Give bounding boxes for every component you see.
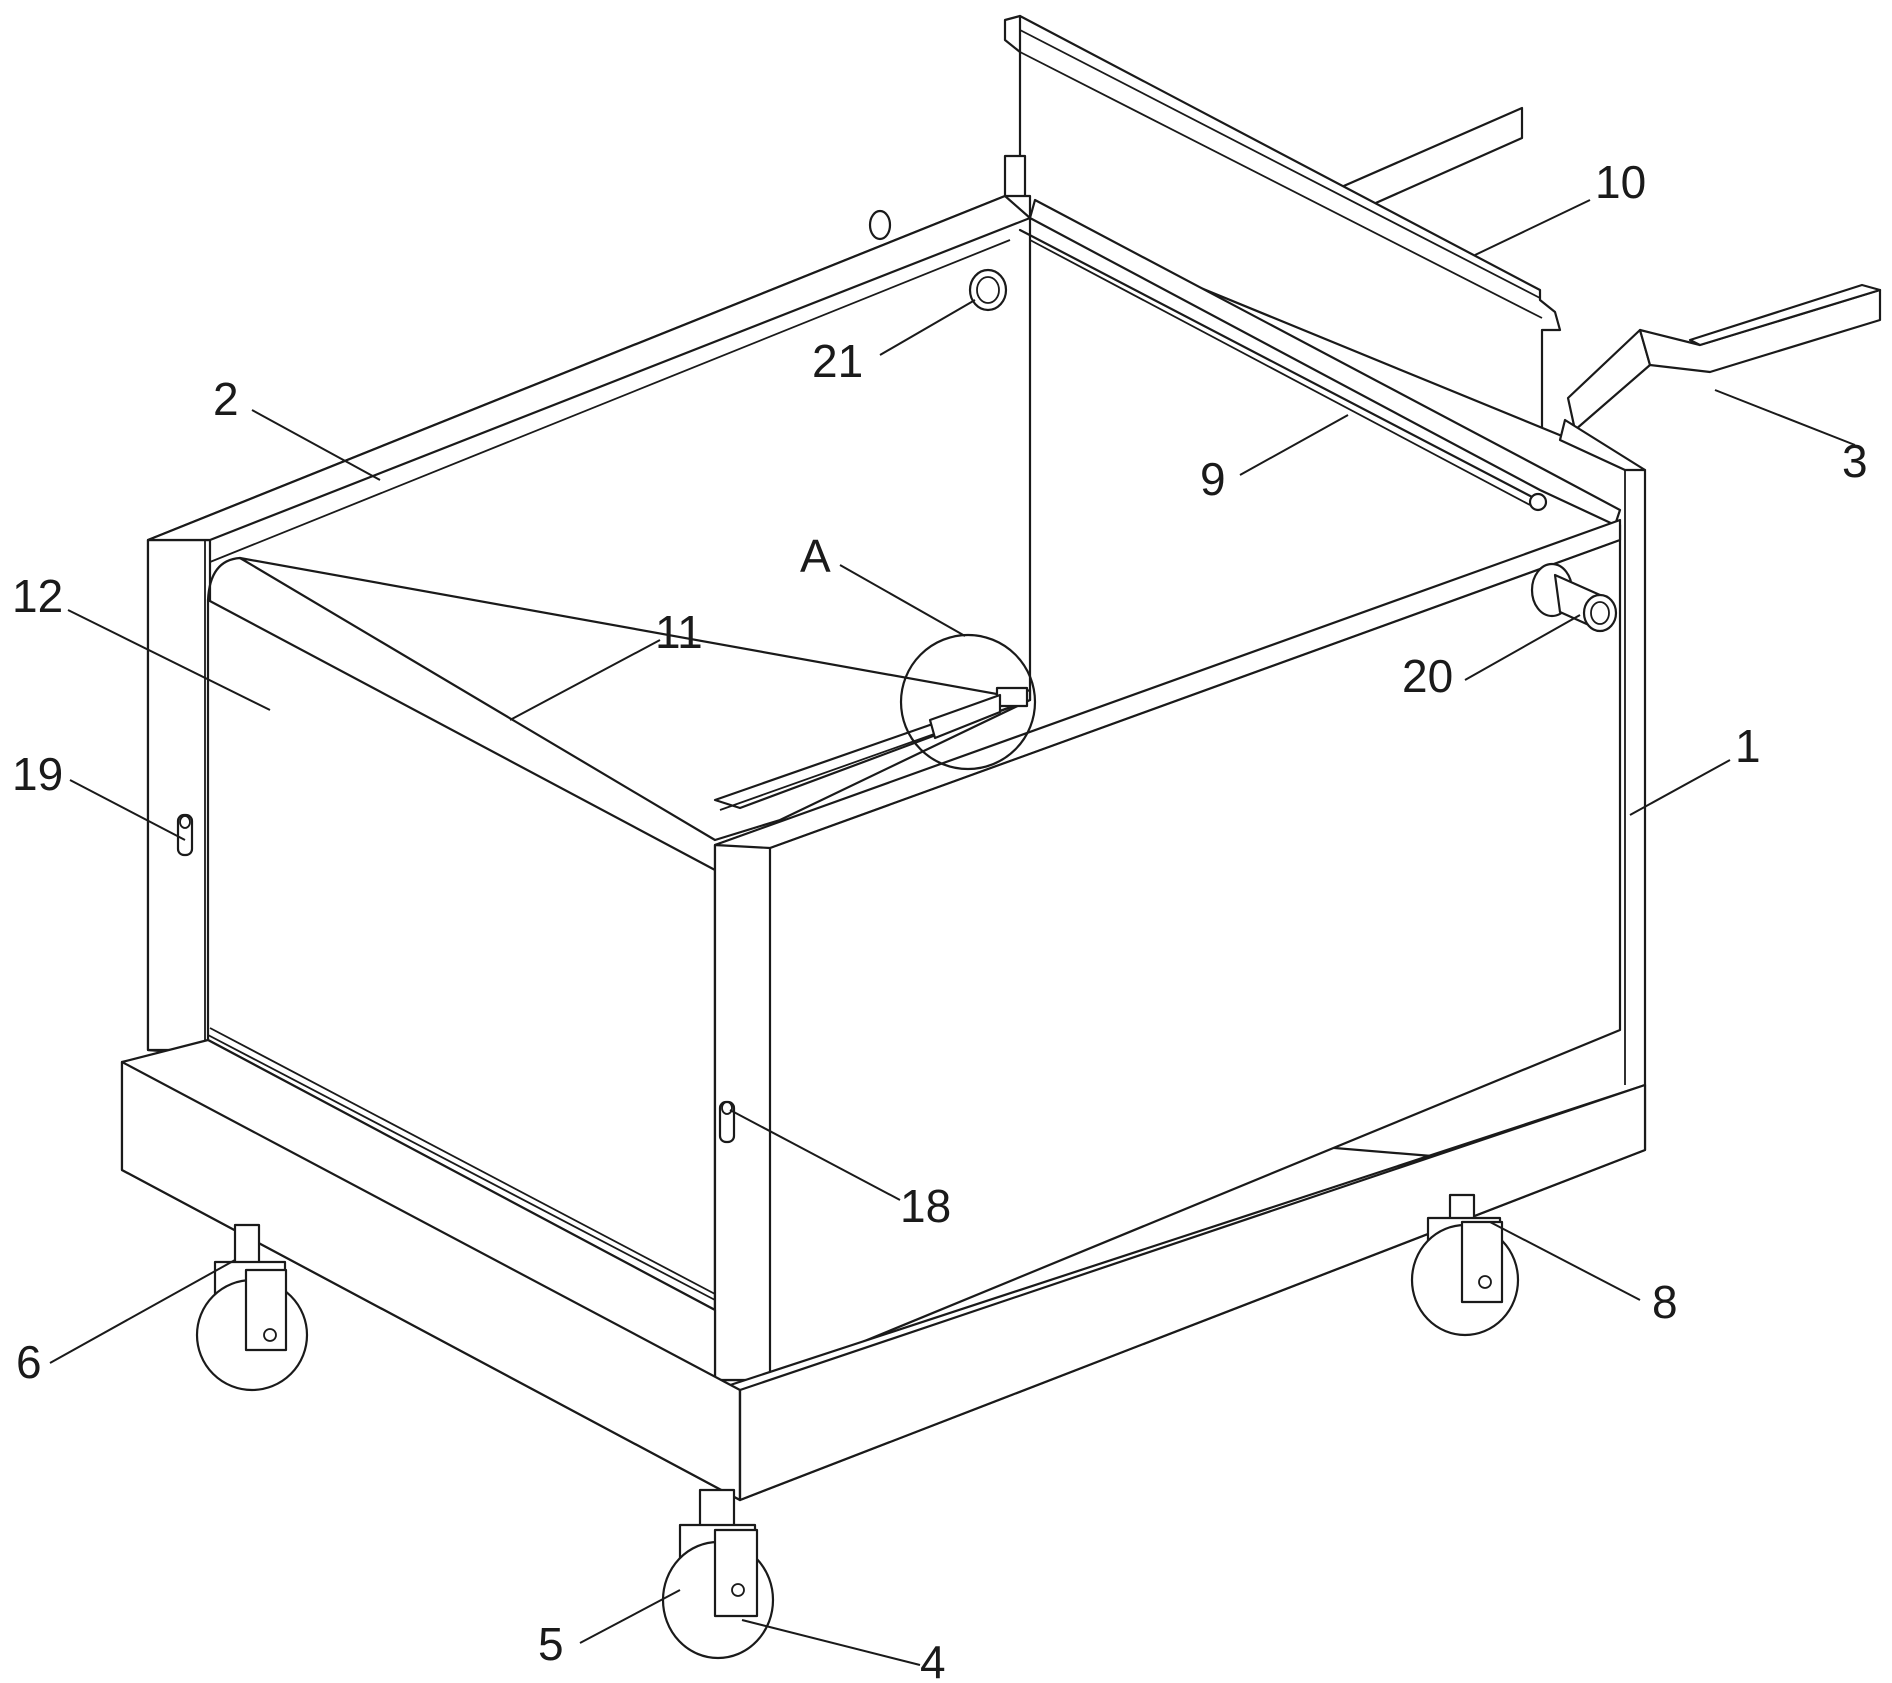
- label-8: 8: [1652, 1276, 1678, 1328]
- label-6: 6: [16, 1336, 42, 1388]
- part-labels: 1 2 3 4 5 6 8 9 10 11 12 18 19 20 21 A: [12, 156, 1868, 1683]
- inlet-port: [868, 209, 1008, 312]
- label-2: 2: [213, 373, 239, 425]
- detail-circle-a: [899, 633, 1037, 771]
- label-20: 20: [1402, 650, 1453, 702]
- right-rim: [1018, 198, 1622, 527]
- wheel-rear-right: [1410, 1193, 1520, 1337]
- front-panel: [713, 518, 1622, 1382]
- wheel-rear-left: [195, 1223, 309, 1392]
- label-1: 1: [1735, 720, 1761, 772]
- label-10: 10: [1595, 156, 1646, 208]
- label-19: 19: [12, 748, 63, 800]
- leader-lines: [49, 199, 1856, 1666]
- slide-rail: [713, 686, 1032, 811]
- label-9: 9: [1200, 453, 1226, 505]
- label-a: A: [800, 530, 831, 582]
- wheel-front: [661, 1488, 775, 1660]
- label-11: 11: [655, 606, 703, 658]
- label-3: 3: [1842, 435, 1868, 487]
- label-5: 5: [538, 1618, 564, 1670]
- label-4: 4: [920, 1636, 946, 1683]
- label-12: 12: [12, 570, 63, 622]
- base-frame: [120, 1038, 1647, 1502]
- label-21: 21: [812, 335, 863, 387]
- label-18: 18: [900, 1180, 951, 1232]
- outlet-pipe: [1530, 562, 1618, 633]
- handle: [1328, 106, 1882, 432]
